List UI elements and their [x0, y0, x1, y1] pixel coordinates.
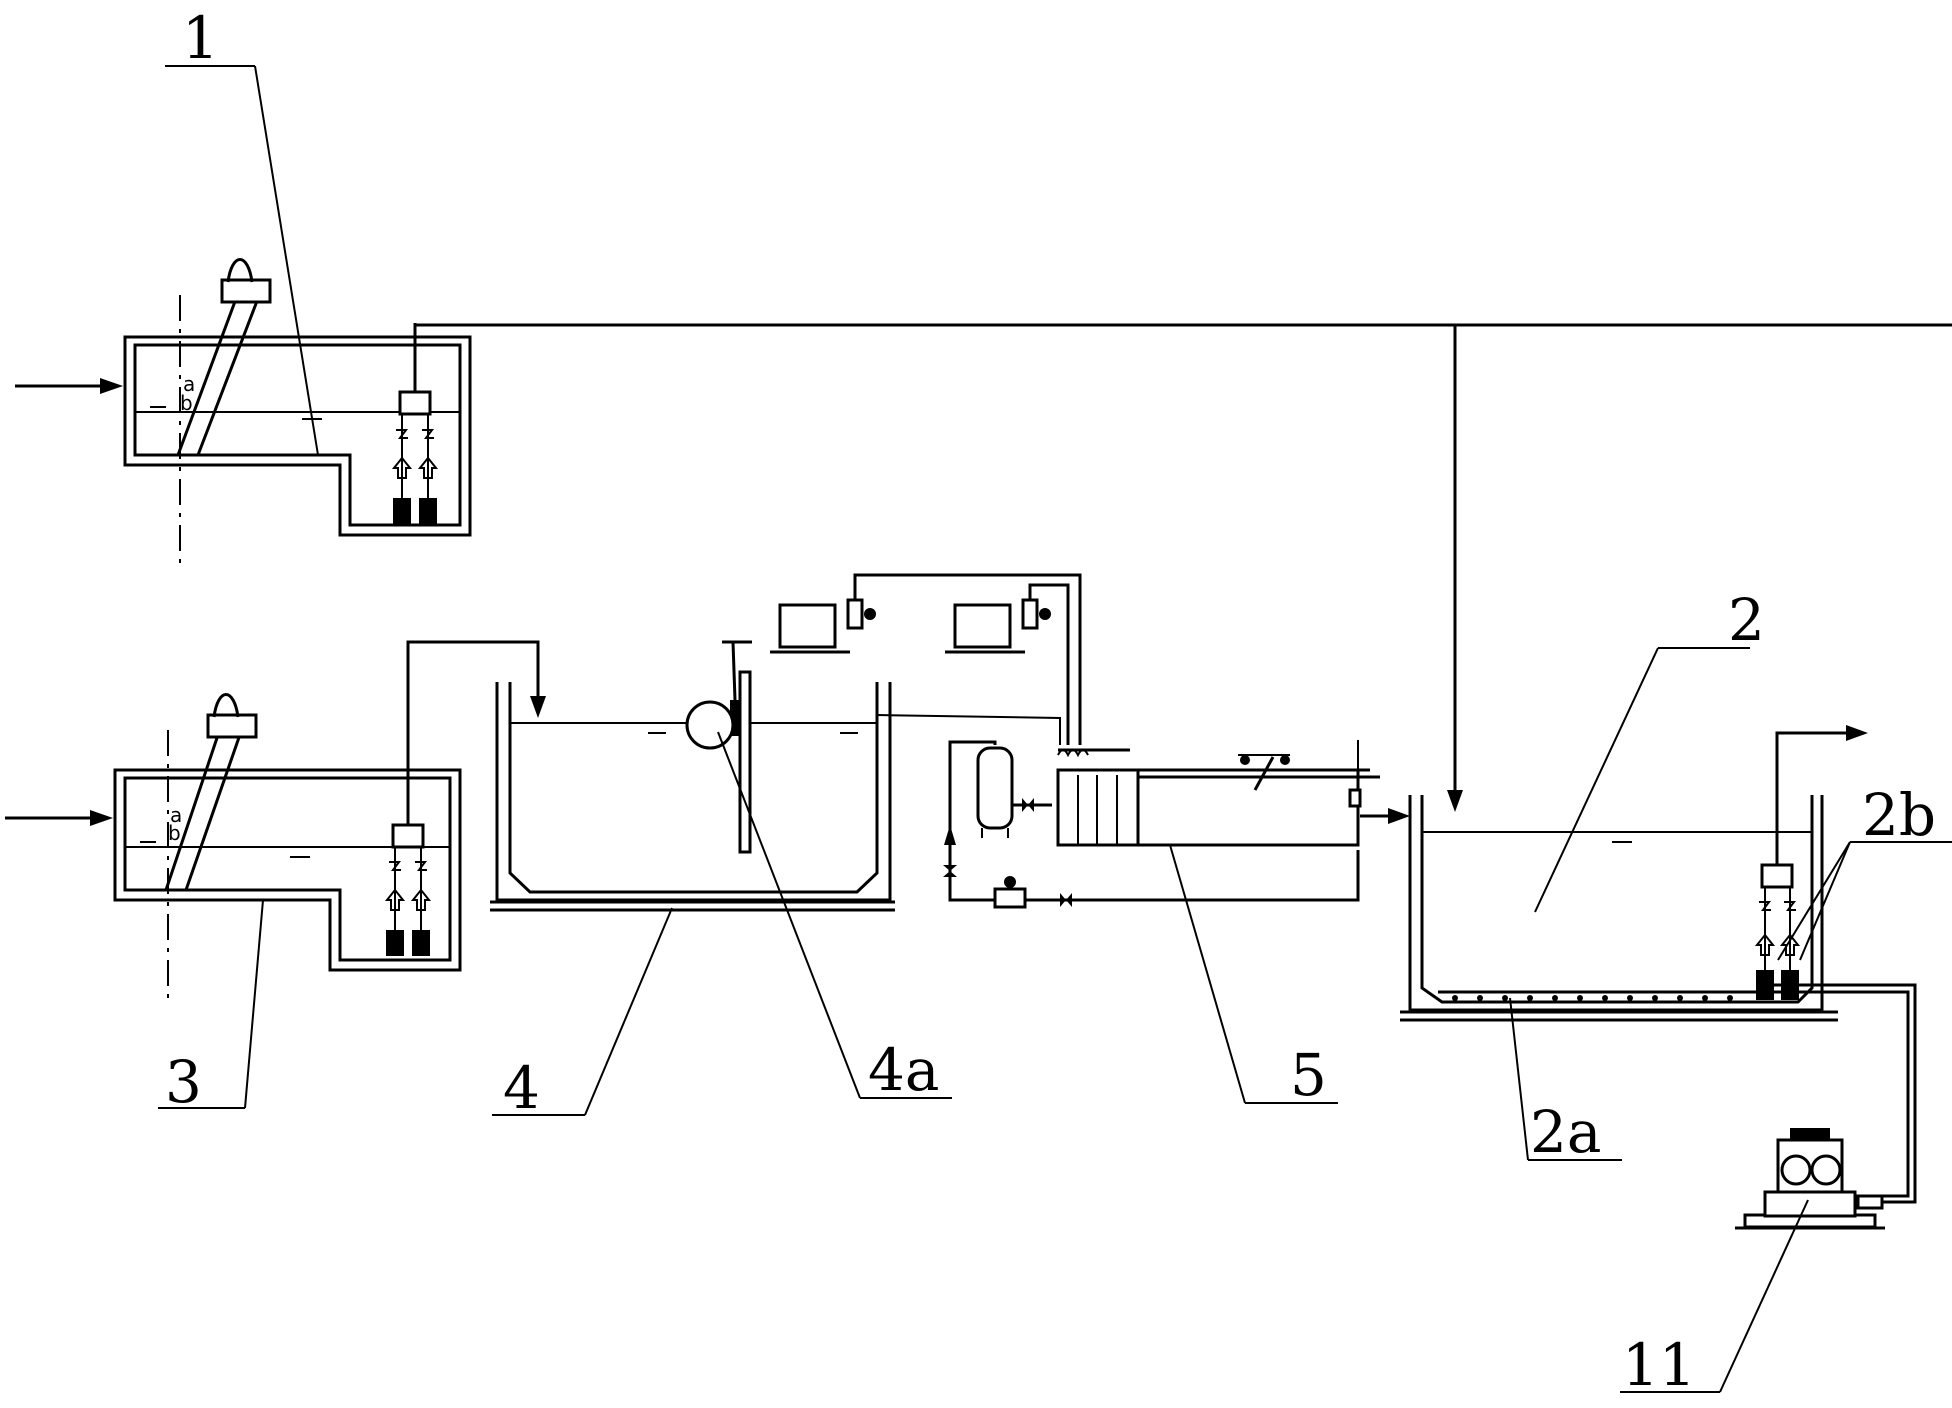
leader-2	[1534, 647, 1659, 913]
leader-2b-b	[1799, 841, 1851, 961]
label-2a: 2a	[1530, 1098, 1601, 1166]
tank-2-aeration	[1400, 725, 1917, 1204]
screen-mark-a: a	[183, 372, 195, 396]
bar-screen-icon	[176, 258, 272, 456]
valve-icon	[943, 865, 957, 877]
tank-1-screen-well: a b	[15, 258, 1952, 565]
skimmer-icon	[1238, 754, 1290, 791]
label-2: 2	[1728, 586, 1765, 654]
leader-5	[1169, 844, 1246, 1104]
leader-2a	[1509, 997, 1529, 1161]
submersible-pump-icon	[993, 876, 1027, 909]
leader-1	[254, 65, 319, 456]
mixer-4a-icon	[685, 700, 735, 750]
leader-4a	[717, 731, 861, 1099]
diffuser-row	[1452, 995, 1733, 1001]
leader-3	[244, 899, 264, 1109]
label-11: 11	[1622, 1331, 1696, 1399]
dosing-tank-icon	[945, 583, 1070, 745]
submersible-pump-icon	[1754, 887, 1801, 1000]
flotation-unit-5	[943, 740, 1410, 909]
label-1: 1	[182, 4, 219, 72]
label-3: 3	[165, 1048, 202, 1116]
tank-4-equalization	[490, 640, 1061, 912]
leader-2b-a	[1777, 841, 1851, 961]
leader-11	[1719, 1199, 1809, 1393]
dosing-tank-icon	[770, 573, 1082, 745]
submersible-pump-icon	[384, 847, 432, 956]
leader-4	[584, 907, 673, 1116]
label-5: 5	[1290, 1041, 1327, 1109]
bar-screen-icon	[164, 693, 258, 891]
tank-3-screen-well: a b	[5, 640, 546, 1000]
label-4a: 4a	[868, 1036, 939, 1104]
pressure-tank-icon	[976, 746, 1014, 838]
label-4: 4	[503, 1054, 540, 1122]
submersible-pump-icon	[391, 414, 439, 524]
screen-mark-b-3: b	[168, 821, 181, 845]
screen-mark-a-3: a	[170, 803, 182, 827]
valve-icon	[1060, 893, 1072, 907]
air-blower-icon	[1735, 1128, 1885, 1230]
valve-icon	[1022, 798, 1034, 812]
screen-mark-b: b	[180, 391, 193, 415]
label-2b: 2b	[1862, 781, 1936, 849]
